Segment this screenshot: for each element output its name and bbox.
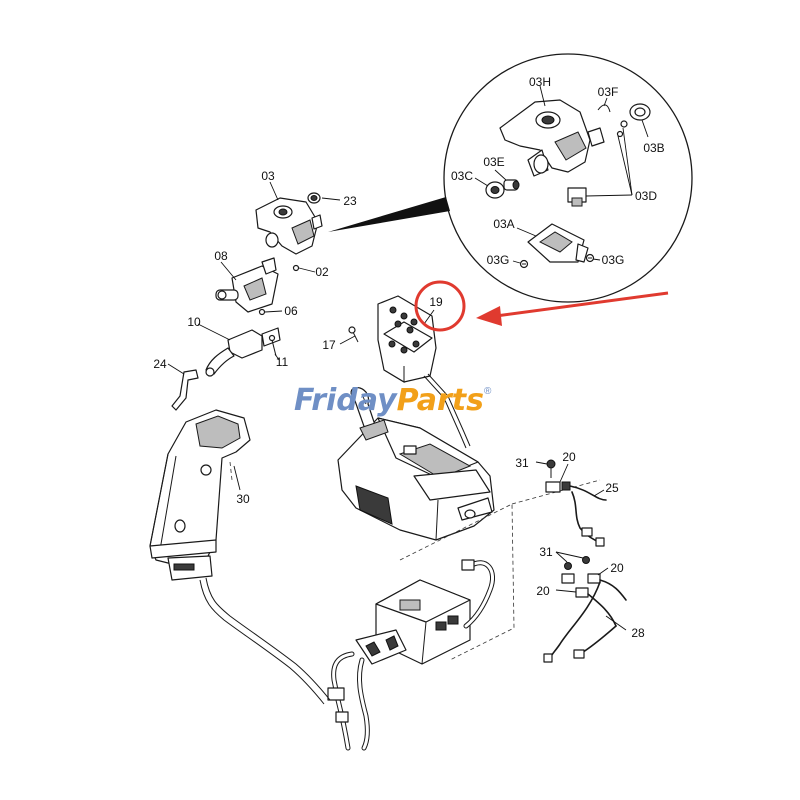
callout-08: 08 [214,249,228,263]
part-25-harness [569,485,607,547]
callout-03A: 03A [493,217,514,231]
console-assembly [337,373,495,541]
brand-reg-mark: ® [484,386,492,397]
callout-11: 11 [276,355,289,369]
part-03G-screw-left [519,259,529,269]
detail-circle [443,53,693,303]
callout-10: 10 [187,315,201,329]
part-11-pin [268,334,277,357]
callout-17: 17 [322,338,336,352]
callout-25: 25 [605,481,619,495]
part-03B-ring [629,103,651,121]
flexible-cable [199,559,495,751]
callout-20-lower-right: 20 [610,561,624,575]
detail-view-03: 03H 03F 03B 03C 03E 03D 03A 03G 03G [328,53,693,303]
part-03D-washer-b [616,130,624,138]
part-20-relay-upper [545,481,571,493]
callout-24: 24 [153,357,167,371]
highlight-arrow [476,291,669,326]
callout-03G-left: 03G [487,253,510,267]
part-10-lever [205,327,281,377]
callout-03D: 03D [635,189,657,203]
callout-03C: 03C [451,169,473,183]
callout-31-lower: 31 [539,545,553,559]
part-03A-module [527,223,589,263]
part-03G-screw-right [585,253,595,263]
part-08-switch [215,257,279,313]
callout-03B: 03B [643,141,664,155]
part-03C-grommet [485,181,505,199]
part-06-screw [258,308,266,316]
callout-30: 30 [236,492,250,506]
part-28-harness [543,579,627,663]
part-03H-housing [499,99,605,177]
callout-31-upper: 31 [515,456,529,470]
callout-20-lower-left: 20 [536,584,550,598]
callout-06: 06 [284,304,298,318]
part-03-housing [255,197,323,255]
callout-23: 23 [343,194,357,208]
part-03D-washer-a [620,120,628,128]
part-03F-clip [597,104,611,113]
callout-02: 02 [315,265,329,279]
callout-03: 03 [261,169,275,183]
part-17-screw [348,326,359,343]
part-31-bolts-lower [564,556,590,570]
callout-28: 28 [631,626,645,640]
callout-19: 19 [429,295,443,309]
brand-text-friday: Friday [294,383,398,418]
detail-pointer-wedge [328,197,450,232]
callout-03G-right: 03G [602,253,625,267]
part-30-armrest-column [149,409,251,581]
callout-03E: 03E [483,155,504,169]
part-23-ring [307,192,321,204]
callout-03F: 03F [598,85,619,99]
brand-text-parts: Parts [397,383,484,418]
callout-20-upper: 20 [562,450,576,464]
part-02-pin [292,264,300,272]
callout-03H: 03H [529,75,551,89]
part-24-bracket [171,369,199,411]
part-31-bolt-upper [546,459,556,478]
svg-text:FridayParts®: FridayParts® [294,383,492,418]
part-20-relays-lower [561,573,601,598]
part-03E-bushing [503,179,520,191]
brand-watermark: FridayParts® [294,383,492,418]
highlight-circle-19 [414,280,466,332]
part-19-control-module [377,295,437,383]
part-03D-connector [567,187,587,207]
bottom-valve-block [355,579,471,665]
